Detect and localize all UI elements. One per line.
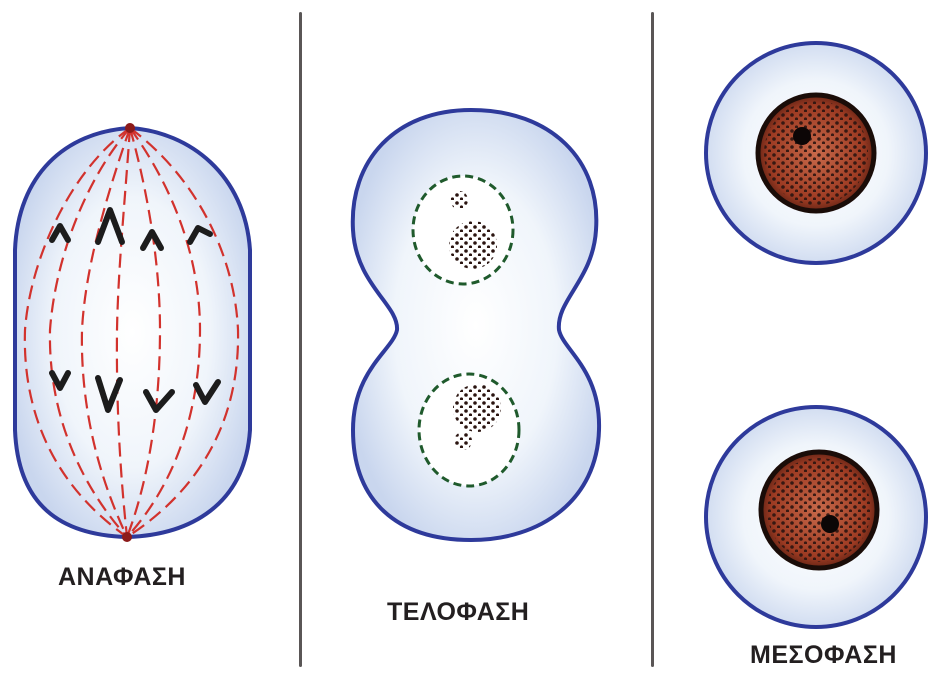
interphase-label: ΜΕΣΟΦΑΣΗ xyxy=(750,641,897,670)
telophase-cell xyxy=(301,0,653,590)
nucleus-bottom xyxy=(419,374,519,486)
anaphase-panel: ΑΝΑΦΑΣΗ xyxy=(0,0,300,680)
interphase-cell-bottom xyxy=(706,407,926,627)
anaphase-cell xyxy=(0,0,300,560)
anaphase-label: ΑΝΑΦΑΣΗ xyxy=(58,563,186,592)
interphase-panel: ΜΕΣΟΦΑΣΗ xyxy=(654,0,943,680)
telophase-label: ΤΕΛΟΦΑΣΗ xyxy=(387,598,529,627)
interphase-cell-top xyxy=(706,43,926,263)
nucleus-top xyxy=(413,176,513,284)
interphase-cells xyxy=(654,0,943,640)
telophase-panel: ΤΕΛΟΦΑΣΗ xyxy=(301,0,653,680)
